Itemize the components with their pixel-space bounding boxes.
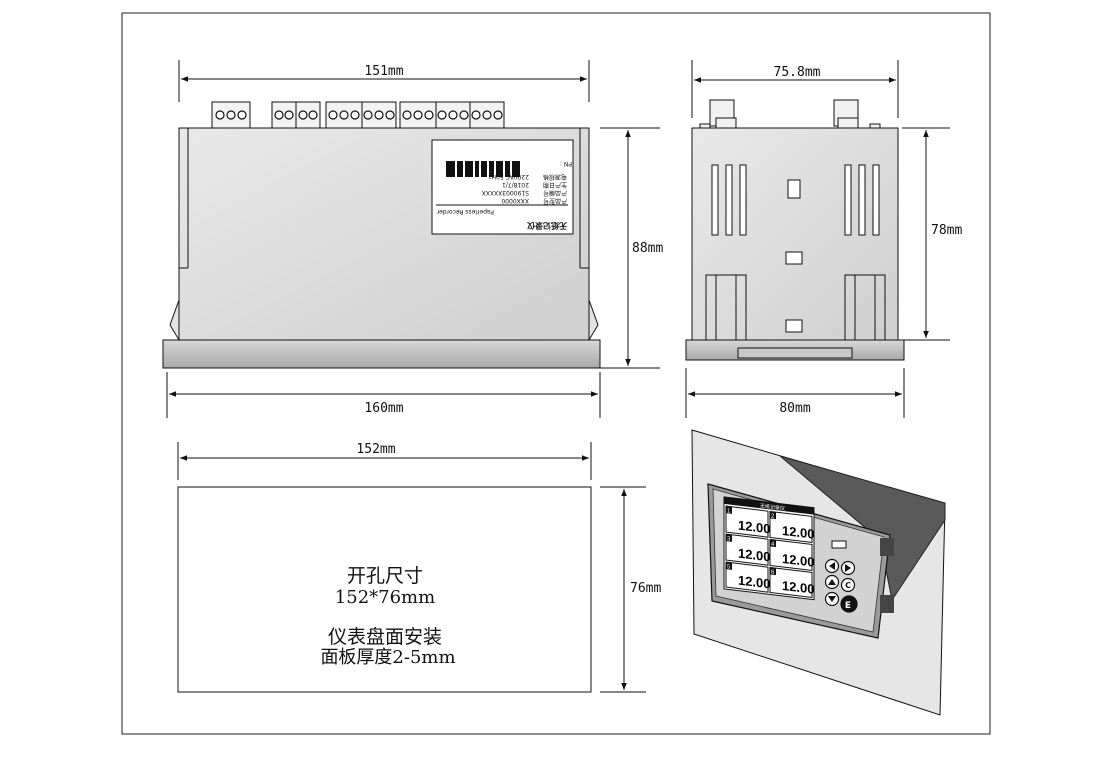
dim-side-height: 78mm [931,223,962,238]
channel-6-value: 12.00 [782,578,815,597]
up-key [824,574,840,590]
nameplate-serial-value: S190003XXXXX [482,189,529,196]
c-key-label: C [845,581,851,590]
enter-key-label: E [845,601,851,611]
nameplate: PN : 电源规格 220VAC 50Hz 生产日期 2018/7/1 产品编号… [431,139,574,235]
nameplate-subtitle: Paperless Recorder [436,208,494,215]
nameplate-date-label: 生产日期 [543,181,567,189]
dim-cutout-width: 152mm [356,442,395,457]
dim-side-depth: 75.8mm [774,65,821,80]
nameplate-power-label: 电源规格 [543,173,567,181]
cutout-line-1: 开孔尺寸 [347,565,423,587]
channel-4-value: 12.00 [782,551,815,570]
nameplate-pn: PN : [560,160,572,167]
channel-2-number: 2 [771,514,775,520]
nameplate-title: 无纸记录仪 [526,221,568,231]
cutout-view: 152mm 开孔尺寸 152*76mm 仪表盘面安装 面板厚度2-5mm 76m… [177,442,661,693]
channel-1-number: 1 [727,508,731,514]
usb-port [831,540,847,549]
side-vents [711,164,880,333]
channel-4-number: 4 [771,542,775,548]
channel-5-number: 5 [727,564,731,570]
channel-1-value: 12.00 [738,518,771,537]
nameplate-model-label: 产品型号 [543,197,567,205]
channel-3-value: 12.00 [738,546,771,565]
device-screen: 无纸记录仪 1 2 3 4 5 6 12.00 12.00 [723,496,815,601]
down-key [824,591,840,607]
channel-6-number: 6 [771,570,775,576]
enter-key: E [840,595,858,613]
c-key: C [840,577,856,593]
front-view: 151mm [162,60,663,418]
channel-5-value: 12.00 [738,573,771,592]
left-key [824,558,840,574]
nameplate-power-value: 220VAC 50Hz [488,173,529,180]
nameplate-model-value: XXX0000 [501,197,529,204]
terminal-screws [215,110,503,120]
device-3d-view: 无纸记录仪 1 2 3 4 5 6 12.00 12.00 [691,429,946,716]
cutout-rectangle [177,486,592,693]
right-key [840,560,856,576]
dim-front-width: 160mm [364,401,403,416]
barcode [446,161,520,177]
dim-top-width: 151mm [364,64,403,79]
nameplate-serial-label: 产品编号 [543,189,567,197]
cutout-line-4: 面板厚度2-5mm [320,647,455,668]
side-view: 75.8mm [685,60,962,418]
channel-2-value: 12.00 [782,523,815,542]
cutout-line-2: 152*76mm [335,587,435,608]
nameplate-date-value: 2018/7/1 [502,181,529,188]
keypad: C E [824,540,858,613]
dim-side-width: 80mm [779,401,810,416]
drawing-frame [121,12,991,735]
channel-3-number: 3 [727,536,731,542]
cutout-line-3: 仪表盘面安装 [328,626,442,648]
dim-cutout-height: 76mm [630,581,661,596]
dim-front-height: 88mm [632,241,663,256]
screen-header: 无纸记录仪 [760,502,785,512]
